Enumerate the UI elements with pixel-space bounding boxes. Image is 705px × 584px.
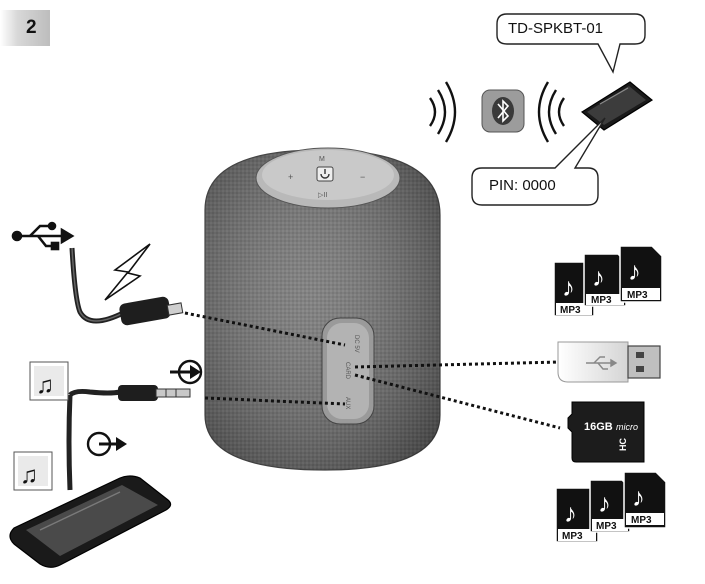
device-name-label: TD-SPKBT-01 (508, 20, 604, 37)
svg-text:♪: ♪ (628, 256, 641, 286)
mp3-label: MP3 (631, 515, 652, 526)
tablet (9, 475, 172, 568)
top-play-label: ▷II (318, 192, 327, 199)
port-label-aux: AUX (344, 397, 350, 409)
svg-text:♪: ♪ (598, 488, 611, 518)
mp3-label: MP3 (591, 295, 612, 306)
mp3-stack-top: ♪ MP3 ♪ MP3 ♪ MP3 (553, 245, 663, 317)
svg-text:♫: ♫ (20, 462, 38, 489)
micro-sd-card: 16GB micro HC (567, 401, 645, 463)
top-minus-label: − (360, 172, 365, 182)
bluetooth-icon (481, 89, 525, 133)
device-name-callout (496, 13, 646, 74)
usb-symbol-icon (11, 221, 75, 251)
connection-lines (184, 311, 561, 430)
sd-class: HC (618, 438, 628, 451)
svg-text:♫: ♫ (36, 372, 54, 399)
music-note-icon: ♫ (29, 361, 69, 401)
bluetooth-waves (429, 81, 565, 143)
top-plus-label: + (288, 172, 293, 182)
line-usb-stick (354, 360, 561, 369)
port-label-dc: DC 5V (353, 335, 359, 353)
input-arrow-icon (170, 359, 203, 385)
line-sd-card (354, 373, 561, 430)
sd-capacity: 16GB (584, 421, 613, 433)
output-arrow-icon (86, 431, 127, 457)
step-badge: 2 (0, 10, 50, 46)
smartphone (580, 81, 654, 131)
mp3-stack-bottom: ♪ MP3 ♪ MP3 ♪ MP3 (555, 471, 667, 543)
power-icon (316, 166, 334, 182)
port-label-card: CARD (344, 362, 350, 380)
line-aux (204, 396, 346, 406)
pin-callout (471, 117, 606, 206)
mp3-label: MP3 (596, 521, 617, 532)
music-note-icon-2: ♫ (13, 451, 53, 491)
usb-stick-usb-icon (586, 356, 618, 370)
speaker: + − M ▷II DC 5V CARD AUX (204, 147, 441, 471)
mp3-label: MP3 (560, 305, 581, 316)
svg-text:♪: ♪ (592, 262, 605, 292)
sd-brand: micro (616, 422, 638, 432)
usb-stick (557, 341, 661, 383)
pin-label: PIN: 0000 (489, 177, 556, 194)
svg-text:♪: ♪ (632, 482, 645, 512)
mp3-label: MP3 (627, 290, 648, 301)
step-number: 2 (26, 17, 37, 38)
usb-cable (69, 247, 184, 326)
mp3-file-icon: ♪ MP3 (583, 253, 627, 307)
mp3-label: MP3 (562, 531, 583, 542)
aux-cable (66, 385, 191, 491)
mp3-file-icon: ♪ MP3 (623, 471, 667, 529)
mp3-file-icon: ♪ MP3 (619, 245, 663, 303)
top-mode-label: M (319, 156, 325, 163)
mp3-file-icon: ♪ MP3 (589, 479, 631, 533)
lightning-icon (104, 243, 151, 301)
svg-text:♪: ♪ (564, 498, 577, 528)
svg-text:♪: ♪ (562, 272, 575, 302)
